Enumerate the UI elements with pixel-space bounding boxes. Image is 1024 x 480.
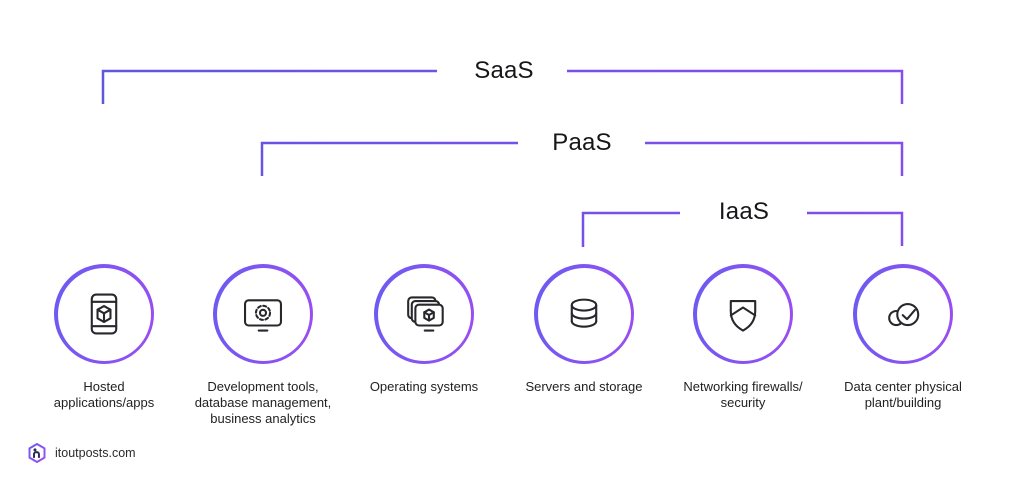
gradient-ring (374, 264, 474, 364)
iaas-bracket-left (581, 211, 680, 247)
tier-label-paas: PaaS (552, 129, 612, 156)
gradient-ring (213, 264, 313, 364)
iaas-bracket-right (807, 211, 904, 246)
database-icon (570, 298, 598, 328)
gradient-ring (693, 264, 793, 364)
component-data-center: Data center physical plant/building (823, 264, 983, 411)
component-label: Operating systems (369, 379, 479, 394)
smartphone-app-cube-icon (90, 293, 118, 335)
gradient-ring (853, 264, 953, 364)
gradient-ring (54, 264, 154, 364)
saas-bracket-left (101, 69, 437, 104)
paas-bracket-left (260, 141, 518, 176)
component-label: Hosted applications/apps (53, 379, 155, 410)
component-label: Networking firewalls/ security (683, 379, 803, 410)
gradient-ring (534, 264, 634, 364)
website-text: itoutposts.com (55, 445, 136, 460)
paas-bracket-right (645, 141, 904, 176)
shield-icon (729, 300, 757, 332)
component-networking-security: Networking firewalls/ security (663, 264, 823, 411)
itoutposts-logo-icon (28, 442, 46, 463)
component-label: Data center physical plant/building (844, 379, 962, 410)
tier-label-iaas: IaaS (718, 198, 770, 225)
component-development-tools: Development tools, database management, … (183, 264, 343, 427)
tier-label-saas: SaaS (474, 57, 534, 84)
component-label: Development tools, database management, … (194, 379, 332, 426)
component-servers-storage: Servers and storage (504, 264, 664, 395)
stacked-windows-cube-icon (407, 296, 444, 332)
cloud-check-icon (888, 303, 920, 327)
component-operating-systems: Operating systems (344, 264, 504, 395)
footer-brand: itoutposts.com (28, 442, 136, 463)
component-label: Servers and storage (525, 379, 643, 394)
saas-bracket-right (567, 69, 904, 104)
monitor-gear-icon (243, 299, 283, 332)
component-hosted-applications: Hosted applications/apps (24, 264, 184, 411)
